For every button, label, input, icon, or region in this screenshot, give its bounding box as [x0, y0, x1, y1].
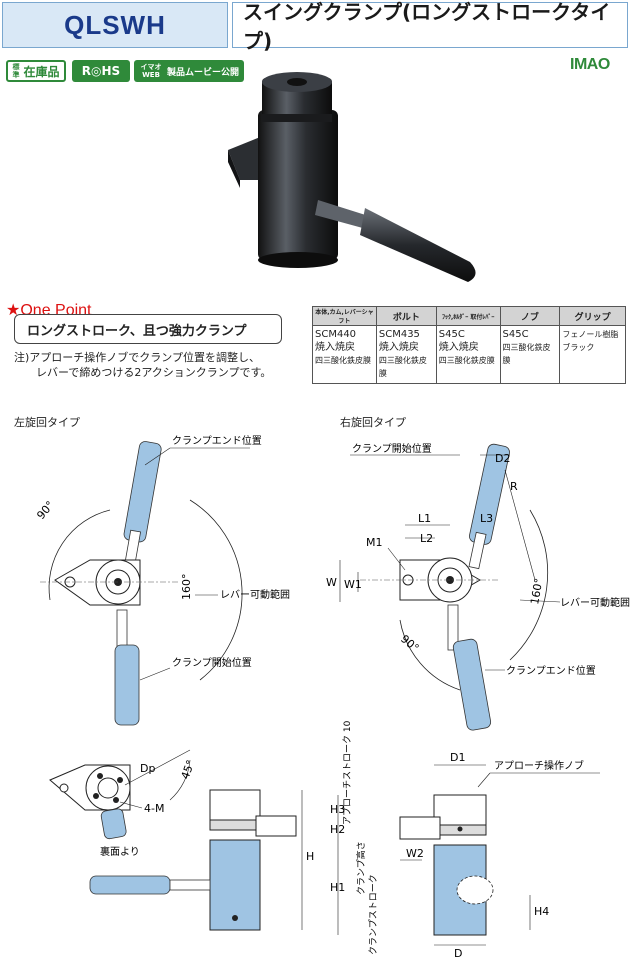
right-clamp-start-label: クランプ開始位置 — [352, 442, 432, 455]
brand-logo: IMAO — [570, 56, 610, 73]
dim-r: R — [510, 480, 518, 493]
dim-l1: L1 — [418, 512, 431, 525]
left-type-title: 左旋回タイプ — [14, 416, 80, 429]
left-clamp-start-label: クランプ開始位置 — [172, 656, 252, 669]
mat-header-grip: グリップ — [559, 306, 626, 326]
right-swing-diagram: クランプ開始位置 D2 R L1 L2 L3 M1 W W1 レバー可動範囲 ク… — [326, 442, 630, 731]
right-clamp-end-label: クランプエンド位置 — [506, 664, 596, 677]
right-angle-90: 90° — [398, 632, 421, 654]
one-point-note: 注)アプローチ操作ノブでクランプ位置を調整し、 レバーで締めつける2アクションク… — [14, 350, 314, 380]
web-badge-small: イマオWEB — [140, 63, 162, 79]
dim-h: H — [306, 850, 314, 863]
product-photo — [228, 72, 476, 282]
dim-dp: Dp — [140, 762, 155, 775]
dim-d2: D2 — [495, 452, 510, 465]
note-line-1: 注)アプローチ操作ノブでクランプ位置を調整し、 — [14, 351, 260, 364]
right-lever-range-label: レバー可動範囲 — [560, 596, 630, 609]
note-line-2: レバーで締めつける2アクションクランプです。 — [36, 366, 272, 379]
product-code: QLSWH — [2, 2, 228, 48]
mat-cell: フェノール樹脂ブラック — [559, 325, 626, 384]
mat-header-body: 本体,カム,レバーシャフト — [312, 306, 377, 326]
web-badge-label: 製品ムービー公開 — [166, 67, 239, 78]
dim-h1: H1 — [330, 881, 345, 894]
clamp-stroke-label: クランプストローク — [368, 874, 379, 955]
rohs-badge: R◎HS — [72, 60, 130, 82]
mat-header-hook: ﾌｯｸ,ﾎﾙﾀﾞｰ 取付ﾚﾊﾞｰ — [435, 306, 501, 326]
dim-h3: H3 — [330, 803, 345, 816]
right-angle-160: 160° — [528, 577, 545, 605]
right-type-title: 右旋回タイプ — [340, 416, 406, 429]
mat-header-knob: ノブ — [499, 306, 561, 326]
clamp-height-label: クランプ高さ — [355, 841, 367, 895]
dim-w2: W2 — [406, 847, 424, 860]
dim-d1: D1 — [450, 751, 465, 764]
stock-badge: 標準 在庫品 — [6, 60, 66, 82]
left-swing-diagram: クランプエンド位置 レバー可動範囲 クランプ開始位置 90° 160° — [34, 434, 290, 726]
product-title: スイングクランプ(ロングストロークタイプ) — [232, 0, 628, 53]
back-view-diagram: Dp 45° 4-M 裏面より — [49, 749, 198, 858]
side-view-diagram: D1 D アプローチ操作ノブ H3 H2 H1 W2 H4 アプローチストローク… — [330, 720, 600, 960]
dim-w1: W1 — [344, 578, 362, 591]
dim-h2: H2 — [330, 823, 345, 836]
left-angle-90: 90° — [34, 499, 56, 522]
back-view-label: 裏面より — [100, 845, 140, 858]
dim-l3: L3 — [480, 512, 493, 525]
left-clamp-end-label: クランプエンド位置 — [172, 434, 262, 447]
stock-badge-small: 標準 — [12, 63, 20, 79]
dim-h4: H4 — [534, 905, 549, 918]
left-lever-range-label: レバー可動範囲 — [220, 588, 290, 601]
approach-stroke-label: アプローチストローク 10 — [342, 720, 353, 825]
materials-table: 本体,カム,レバーシャフト ボルト ﾌｯｸ,ﾎﾙﾀﾞｰ 取付ﾚﾊﾞｰ ノブ グリ… — [312, 306, 626, 384]
dim-w: W — [326, 576, 337, 589]
four-m-label: 4-M — [144, 802, 164, 815]
dim-l2: L2 — [420, 532, 433, 545]
dim-m1: M1 — [366, 536, 383, 549]
angle-45: 45° — [179, 758, 198, 781]
left-angle-160: 160° — [180, 574, 193, 601]
one-point-headline: ロングストローク、且つ強力クランプ — [14, 314, 282, 344]
approach-knob-label: アプローチ操作ノブ — [494, 759, 584, 772]
web-movie-badge[interactable]: イマオWEB 製品ムービー公開 — [134, 60, 244, 82]
mat-header-bolt: ボルト — [375, 306, 437, 326]
stock-badge-label: 在庫品 — [23, 64, 60, 79]
dim-d: D — [454, 947, 462, 960]
front-view-diagram: H — [89, 789, 314, 931]
